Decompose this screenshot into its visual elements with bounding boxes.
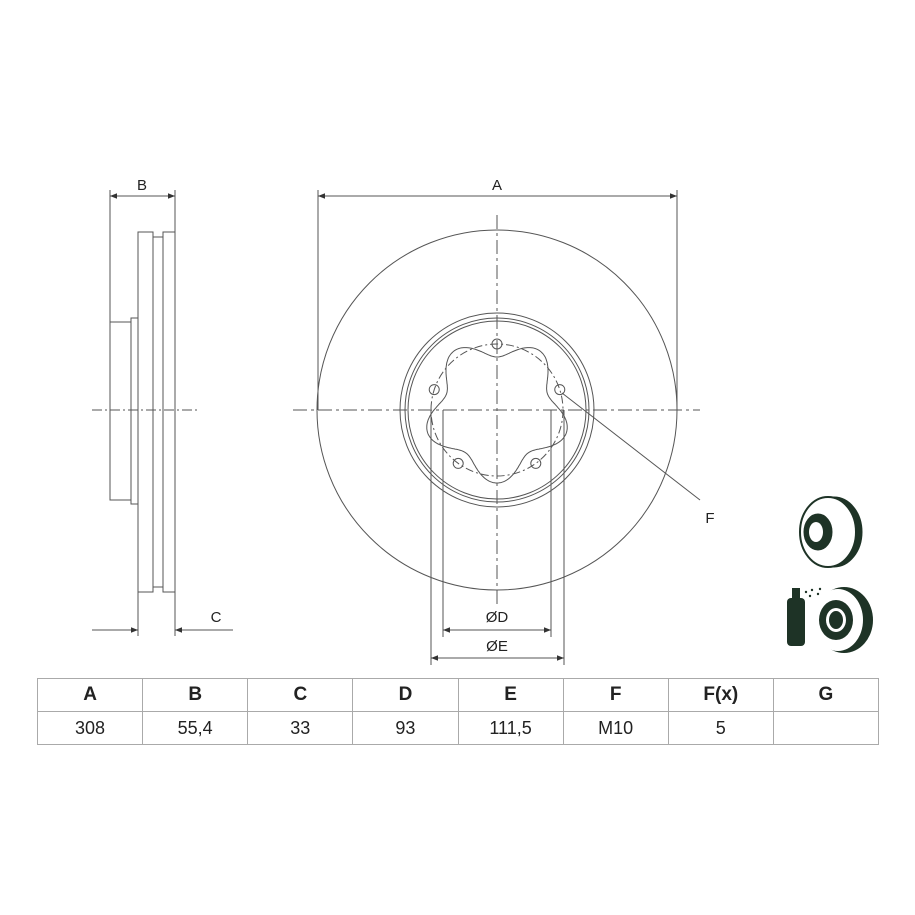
value-f: M10 xyxy=(562,711,669,745)
header-fx: F(x) xyxy=(667,678,774,712)
header-g: G xyxy=(772,678,880,712)
bolt-hole xyxy=(491,338,503,350)
value-c: 33 xyxy=(247,711,354,745)
value-g xyxy=(772,711,880,745)
value-e: 111,5 xyxy=(457,711,564,745)
header-f: F xyxy=(562,678,669,712)
value-d: 93 xyxy=(352,711,459,745)
bolt-holes xyxy=(428,338,566,469)
value-a: 308 xyxy=(36,711,144,745)
header-e: E xyxy=(457,678,564,712)
label-a: A xyxy=(492,177,502,194)
leader-f xyxy=(561,392,701,501)
bolt-hole xyxy=(554,384,566,396)
label-e: ØE xyxy=(486,638,508,655)
value-b: 55,4 xyxy=(142,711,249,745)
bolt-hole xyxy=(530,457,542,469)
bolt-hole xyxy=(428,384,440,396)
header-d: D xyxy=(352,678,459,712)
coated-disc-icon xyxy=(787,587,873,653)
label-b: B xyxy=(137,177,147,194)
header-b: B xyxy=(142,678,249,712)
label-d: ØD xyxy=(486,609,509,626)
bolt-hole xyxy=(452,457,464,469)
front-view xyxy=(293,190,701,665)
side-view xyxy=(92,190,233,636)
label-f: F xyxy=(705,510,714,527)
label-c: C xyxy=(211,609,222,626)
header-a: A xyxy=(36,678,144,712)
header-c: C xyxy=(247,678,354,712)
value-fx: 5 xyxy=(667,711,774,745)
vented-disc-icon xyxy=(799,496,863,568)
